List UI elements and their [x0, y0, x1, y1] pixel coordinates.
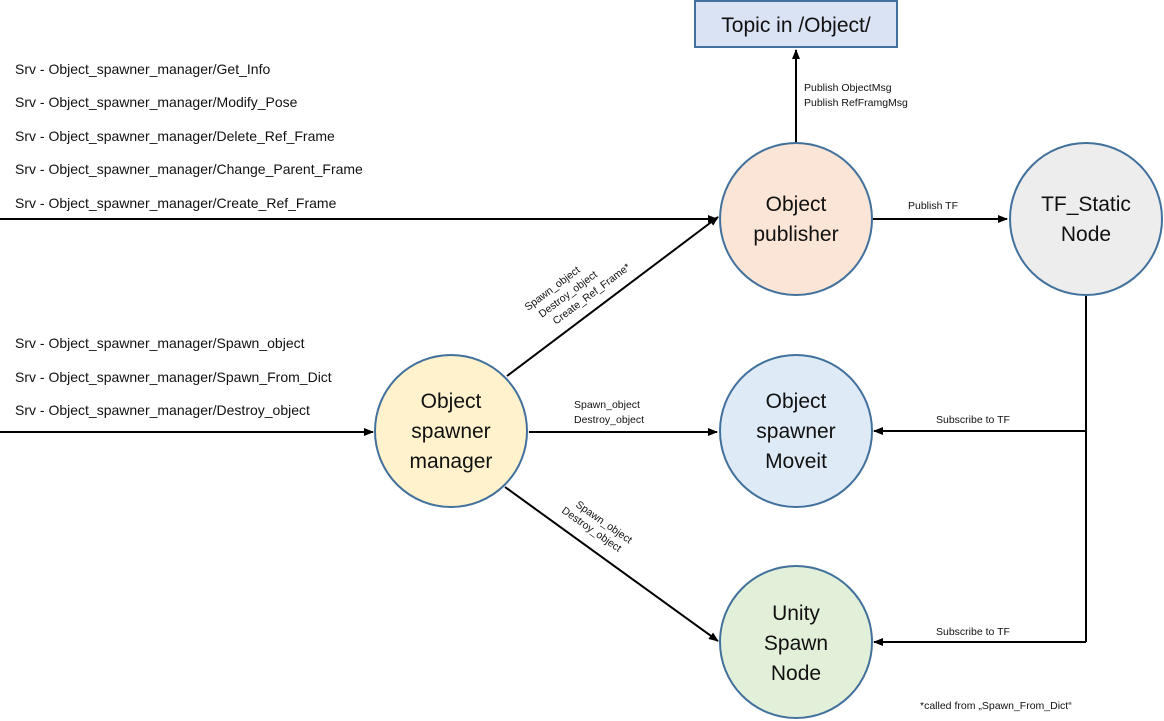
- service-label: Srv - Object_spawner_manager/Destroy_obj…: [15, 402, 310, 418]
- node-object-publisher: Object publisher: [719, 142, 873, 296]
- edge-label-line: Publish RefFramgMsg: [804, 97, 908, 109]
- node-unity-spawn: Unity Spawn Node: [719, 565, 873, 719]
- node-object-publisher-label-line-1: Object: [766, 193, 827, 216]
- service-label: Srv - Object_spawner_manager/Spawn_From_…: [15, 369, 332, 385]
- node-object-spawner-manager: Object spawner manager: [374, 354, 528, 508]
- node-spawner-moveit-label-line-1: Object: [766, 390, 827, 413]
- topic-box: Topic in /Object/: [694, 0, 898, 48]
- service-label: Srv - Object_spawner_manager/Delete_Ref_…: [15, 128, 335, 144]
- node-spawner-manager-label-line-1: Object: [421, 390, 482, 413]
- topic-label: Topic in /Object/: [721, 14, 871, 37]
- edge-label-subscribe-tf-moveit: Subscribe to TF: [936, 414, 1010, 426]
- edge-manager-to-unity: [504, 486, 719, 642]
- edge-label-line: Publish ObjectMsg: [804, 82, 892, 94]
- node-spawner-moveit-label-line-2: spawner: [756, 420, 835, 443]
- services-bottom-list: Srv - Object_spawner_manager/Spawn_objec…: [15, 335, 332, 418]
- node-unity-spawn-label-line-2: Spawn: [764, 632, 828, 655]
- service-label: Srv - Object_spawner_manager/Change_Pare…: [15, 161, 363, 177]
- service-label: Srv - Object_spawner_manager/Get_Info: [15, 61, 270, 77]
- service-label: Srv - Object_spawner_manager/Modify_Pose: [15, 94, 298, 110]
- node-spawner-manager-label-line-3: manager: [410, 450, 493, 473]
- edge-label-line: Spawn_object: [574, 399, 640, 411]
- edge-manager-to-publisher: [506, 216, 719, 377]
- service-label: Srv - Object_spawner_manager/Create_Ref_…: [15, 195, 337, 211]
- edge-label-manager-to-publisher: Spawn_object Destroy_object Create_Ref_F…: [523, 261, 633, 327]
- node-unity-spawn-label-line-1: Unity: [772, 602, 820, 625]
- node-tf-static-label-line-2: Node: [1061, 223, 1111, 246]
- edge-label-manager-to-moveit: Spawn_object Destroy_object: [574, 399, 644, 426]
- node-object-spawner-moveit: Object spawner Moveit: [719, 354, 873, 508]
- edge-label-line: Destroy_object: [574, 414, 644, 426]
- footnote: *called from „Spawn_From_Dict“: [920, 700, 1072, 712]
- node-spawner-manager-label-line-2: spawner: [411, 420, 490, 443]
- edge-label-publisher-to-topic: Publish ObjectMsg Publish RefFramgMsg: [804, 82, 908, 109]
- edge-label-publish-tf: Publish TF: [908, 200, 958, 212]
- services-top-list: Srv - Object_spawner_manager/Get_Info Sr…: [15, 61, 363, 211]
- edge-label-subscribe-tf-unity: Subscribe to TF: [936, 626, 1010, 638]
- service-label: Srv - Object_spawner_manager/Spawn_objec…: [15, 335, 305, 351]
- node-tf-static-label-line-1: TF_Static: [1041, 193, 1131, 216]
- node-tf-static: TF_Static Node: [1009, 142, 1163, 296]
- node-object-publisher-label-line-2: publisher: [753, 223, 838, 246]
- node-spawner-moveit-label-line-3: Moveit: [765, 450, 827, 473]
- edge-label-manager-to-unity: Spawn_object Destroy_object: [559, 499, 634, 555]
- node-unity-spawn-label-line-3: Node: [771, 662, 821, 685]
